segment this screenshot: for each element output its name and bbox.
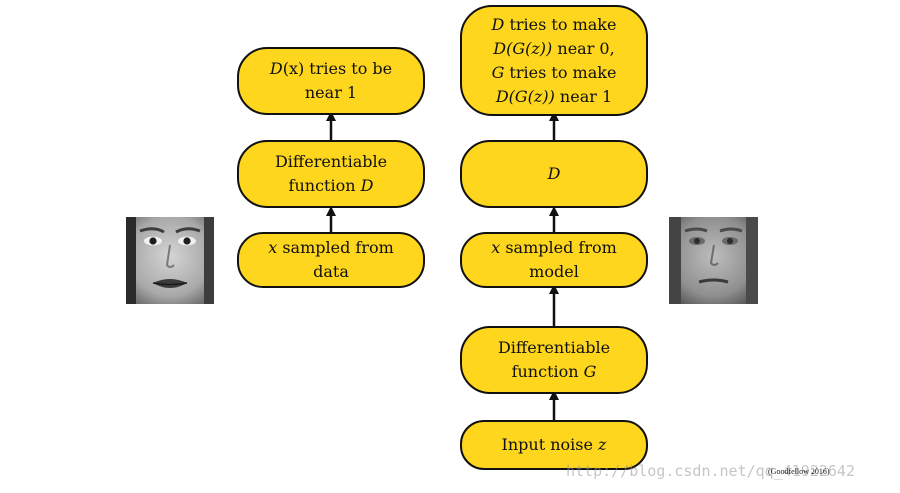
left-input-text: x sampled from data: [268, 236, 394, 284]
watermark-url: http://blog.csdn.net/qq_41922642: [566, 462, 855, 480]
real-face-drawing: [126, 217, 214, 304]
left-input-line1: sampled from: [277, 238, 394, 257]
right-sample-var-x: x: [491, 238, 501, 257]
right-generator-var-g: G: [583, 362, 597, 381]
left-output-node: D(x) tries to be near 1: [237, 47, 425, 115]
right-generator-text: Differentiable function G: [498, 336, 610, 384]
right-objective-line2: near 0,: [552, 38, 615, 58]
left-discriminator-line2: function: [288, 176, 361, 195]
generated-face-drawing: [669, 217, 758, 304]
left-output-line2: near 1: [304, 83, 358, 102]
generated-face-image: [669, 217, 758, 304]
left-discriminator-node: Differentiable function D: [237, 140, 425, 208]
right-sample-line2: model: [529, 262, 579, 281]
right-generator-node: Differentiable function G: [460, 326, 648, 394]
right-generator-line1: Differentiable: [497, 338, 611, 357]
left-discriminator-line1: Differentiable: [274, 152, 388, 171]
left-discriminator-text: Differentiable function D: [275, 150, 387, 198]
right-generator-line2: function: [511, 362, 584, 381]
left-input-node: x sampled from data: [237, 232, 425, 288]
right-sample-node: x sampled from model: [460, 232, 648, 288]
left-output-var-d: D: [269, 59, 283, 78]
left-discriminator-var-d: D: [360, 176, 374, 195]
left-output-line1: (x) tries to be: [282, 59, 393, 78]
right-discriminator-label: D: [547, 164, 561, 183]
right-objective-var-g: G: [491, 62, 505, 82]
right-sample-text: x sampled from model: [491, 236, 617, 284]
left-input-var-x: x: [268, 238, 278, 257]
real-face-image: [126, 217, 214, 304]
right-noise-label: Input noise: [501, 435, 599, 454]
right-sample-line1: sampled from: [500, 238, 617, 257]
right-objective-text: D tries to make D(G(z)) near 0, G tries …: [492, 13, 617, 109]
right-objective-node: D tries to make D(G(z)) near 0, G tries …: [460, 5, 648, 116]
left-input-line2: data: [313, 262, 349, 281]
right-objective-line4: near 1: [554, 86, 613, 106]
right-noise-text: Input noise z: [502, 433, 607, 457]
right-noise-node: Input noise z: [460, 420, 648, 470]
left-output-text: D(x) tries to be near 1: [270, 57, 392, 105]
right-objective-var-d: D: [491, 14, 505, 34]
right-objective-line1: tries to make: [504, 14, 617, 34]
credit-text: (Goodfellow 2016): [768, 467, 830, 476]
right-objective-line3: tries to make: [504, 62, 617, 82]
right-objective-expr-1: D(G(z)): [493, 38, 553, 58]
right-noise-var-z: z: [598, 435, 607, 454]
right-discriminator-node: D: [460, 140, 648, 208]
right-objective-expr-2: D(G(z)): [495, 86, 555, 106]
